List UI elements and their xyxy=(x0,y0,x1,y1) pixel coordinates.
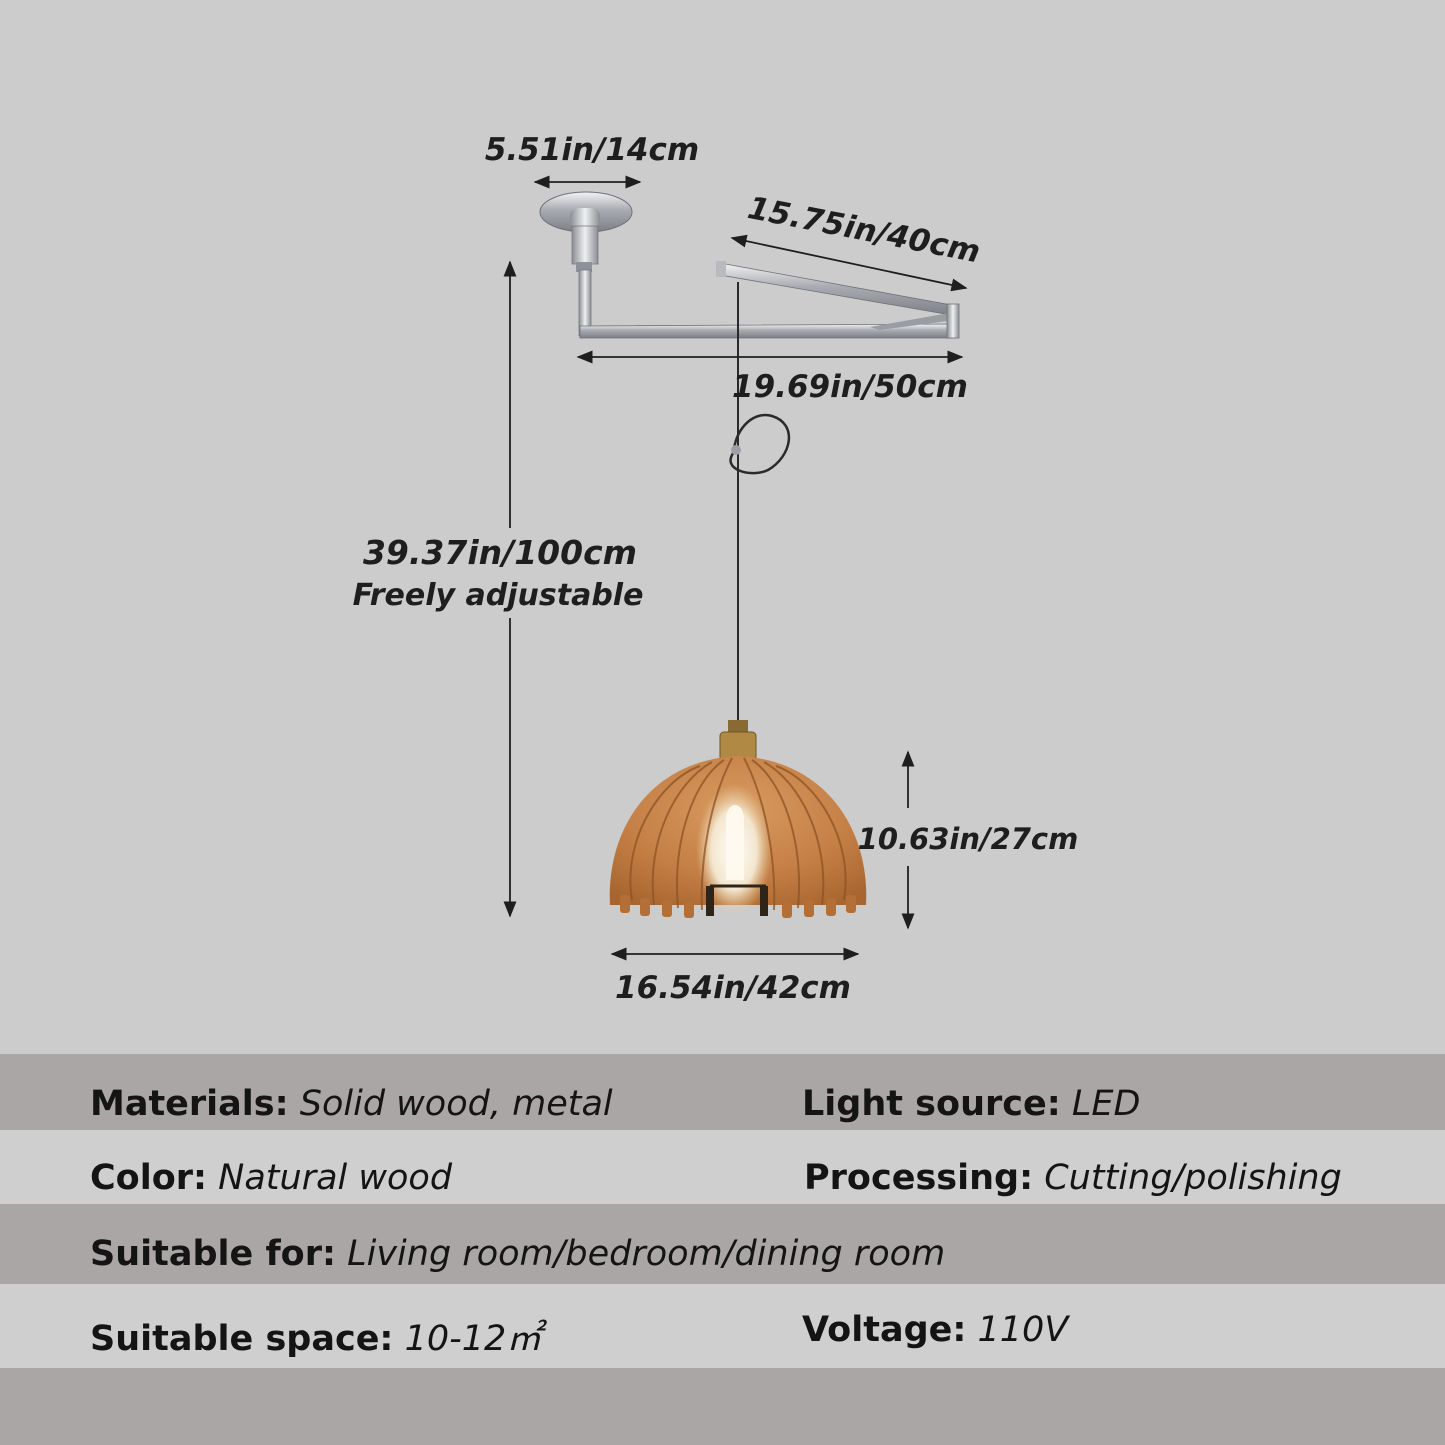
spec-key: Light source: xyxy=(802,1084,1061,1124)
spec-key: Voltage: xyxy=(802,1310,967,1350)
spec-value: 110V xyxy=(977,1310,1069,1350)
spec-band-4 xyxy=(0,1284,1445,1368)
spec-light-source: Light source: LED xyxy=(802,1084,1140,1124)
spec-band-5 xyxy=(0,1368,1445,1445)
spec-voltage: Voltage: 110V xyxy=(802,1310,1068,1350)
spec-key: Suitable for: xyxy=(90,1234,336,1274)
base-width-label: 5.51in/14cm xyxy=(485,132,699,168)
arm-span-label: 19.69in/50cm xyxy=(732,369,968,405)
spec-key: Processing: xyxy=(804,1158,1034,1198)
spec-band-2 xyxy=(0,1130,1445,1204)
spec-band-1 xyxy=(0,1054,1445,1130)
spec-key: Color: xyxy=(90,1158,208,1198)
arm-length-label: 15.75in/40cm xyxy=(745,190,983,270)
lamp-dimension-diagram: 5.51in/14cm 15.75in/40cm 19.69in/50cm 39… xyxy=(353,132,1079,1006)
spec-suitable-for: Suitable for: Living room/bedroom/dining… xyxy=(90,1234,945,1274)
dimension-lines xyxy=(503,175,968,961)
spec-value: Cutting/polishing xyxy=(1044,1158,1342,1198)
cord-adjustable-note: Freely adjustable xyxy=(353,578,644,613)
shade-width-label: 16.54in/42cm xyxy=(615,970,851,1006)
lamp-socket xyxy=(719,720,757,763)
spec-band-3 xyxy=(0,1204,1445,1284)
ceiling-canopy xyxy=(539,191,633,272)
spec-value: 10-12㎡ xyxy=(404,1319,542,1359)
spec-key: Suitable space: xyxy=(90,1319,394,1359)
spec-suitable-space: Suitable space: 10-12㎡ xyxy=(90,1310,541,1361)
spec-value: Natural wood xyxy=(218,1158,453,1198)
spec-materials: Materials: Solid wood, metal xyxy=(90,1084,613,1124)
spec-value: Living room/bedroom/dining room xyxy=(347,1234,946,1274)
spec-value: LED xyxy=(1071,1084,1141,1124)
spec-color: Color: Natural wood xyxy=(90,1158,452,1198)
cord-length-label: 39.37in/100cm xyxy=(363,533,637,572)
swing-arm xyxy=(578,261,960,339)
spec-key: Materials: xyxy=(90,1084,289,1124)
spec-value: Solid wood, metal xyxy=(299,1084,613,1124)
shade-height-label: 10.63in/27cm xyxy=(858,822,1079,856)
arm-length-arrow xyxy=(730,234,968,292)
spec-processing: Processing: Cutting/polishing xyxy=(804,1158,1342,1198)
wooden-shade xyxy=(609,756,867,918)
pendant-cord xyxy=(729,282,790,720)
